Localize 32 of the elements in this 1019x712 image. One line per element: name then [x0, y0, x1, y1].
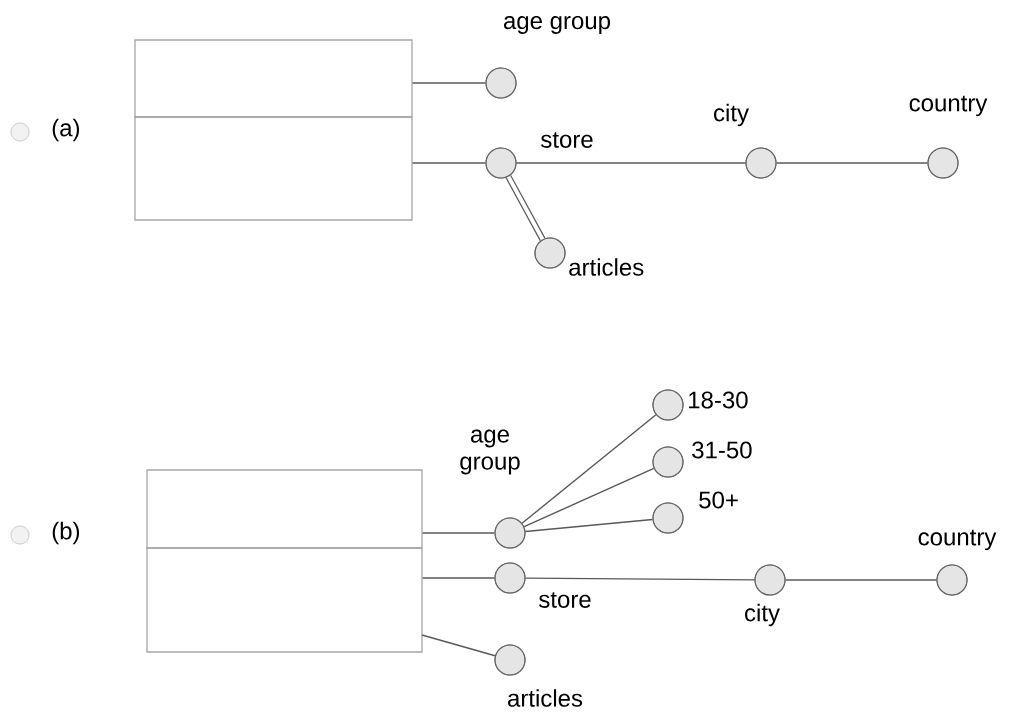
- table-cell: [146, 469, 423, 549]
- connector-line: [524, 518, 654, 533]
- connector-line: [515, 162, 747, 164]
- attribute-label: country: [909, 95, 988, 117]
- connector-line: [523, 467, 655, 528]
- attribute-label: city: [714, 103, 749, 127]
- option-label: (a): [52, 118, 80, 142]
- connector-line: [521, 414, 657, 524]
- connector-line: [421, 634, 496, 657]
- table-cell: [134, 116, 413, 221]
- attribute-label: store: [541, 132, 593, 148]
- connector-line: [411, 82, 487, 84]
- attribute-label: articles: [508, 689, 583, 707]
- attribute-label: 31-50: [692, 441, 752, 459]
- option-label: (b): [52, 521, 80, 545]
- table-cell: [134, 39, 413, 118]
- connector-line: [421, 577, 496, 579]
- attribute-label: 50+: [699, 491, 738, 509]
- attribute-label: age group: [460, 429, 520, 475]
- attribute-label: city: [745, 603, 780, 627]
- connector-line: [784, 579, 938, 581]
- attribute-label: age group: [504, 16, 610, 34]
- connector-line: [505, 175, 546, 241]
- connector-line: [775, 162, 929, 164]
- attribute-label: country: [918, 529, 997, 551]
- connector-line: [421, 532, 496, 534]
- table-cell: [146, 547, 423, 653]
- attribute-label: store: [539, 592, 591, 608]
- attribute-label: articles: [569, 258, 644, 276]
- connector-line: [411, 162, 487, 164]
- attribute-label: 18-30: [689, 391, 748, 409]
- connector-line: [524, 577, 756, 581]
